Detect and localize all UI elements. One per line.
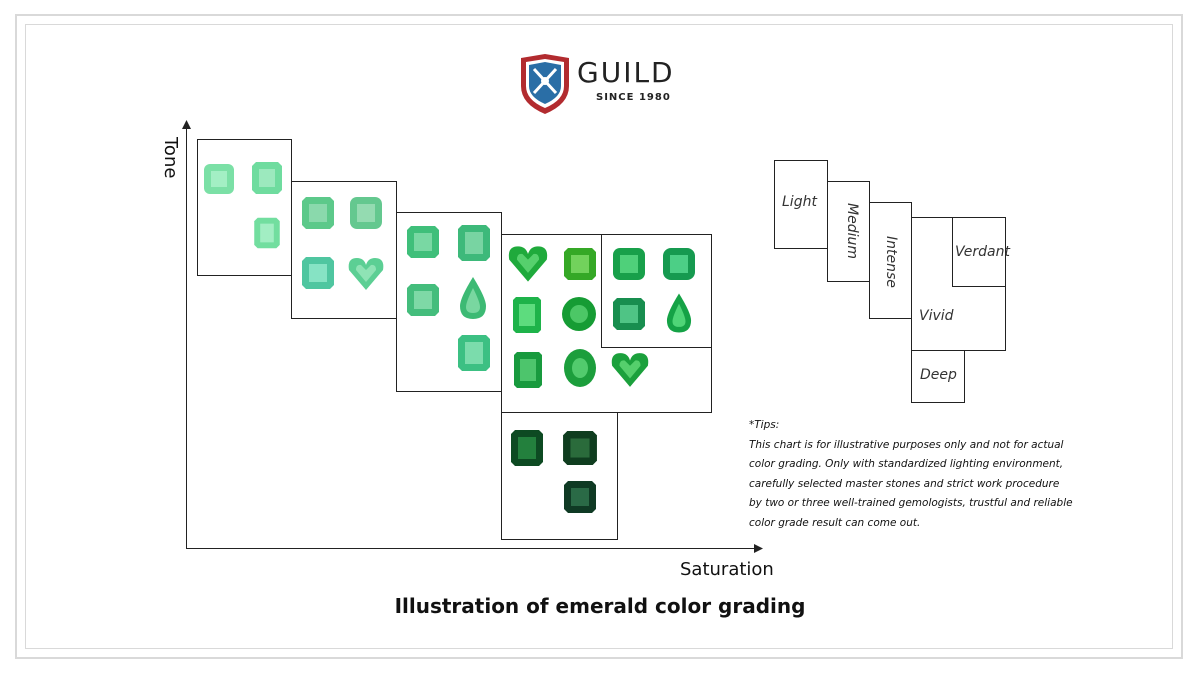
oval-stone bbox=[564, 349, 596, 387]
emerald-stone bbox=[663, 248, 695, 280]
emerald-stone bbox=[302, 197, 334, 229]
legend-verdant-box bbox=[952, 217, 1006, 287]
legend-intense-box bbox=[869, 202, 912, 319]
y-axis-arrow-icon bbox=[182, 120, 191, 129]
x-axis bbox=[186, 548, 756, 549]
legend-deep-box bbox=[911, 350, 965, 403]
x-axis-arrow-icon bbox=[754, 544, 763, 553]
heart-stone bbox=[611, 353, 649, 387]
legend-deep-label: Deep bbox=[920, 367, 957, 383]
emerald-stone bbox=[613, 298, 645, 330]
x-axis-label: Saturation bbox=[680, 559, 774, 580]
emerald-stone bbox=[458, 225, 490, 261]
emerald-stone bbox=[407, 226, 439, 258]
emerald-stone bbox=[458, 335, 490, 371]
tips-line: color grade result can come out. bbox=[749, 516, 921, 529]
heart-stone bbox=[348, 258, 384, 290]
brand-tagline: SINCE 1980 bbox=[596, 92, 671, 103]
tips-line: carefully selected master stones and str… bbox=[749, 477, 1060, 490]
brand-name: GUILD bbox=[577, 56, 675, 89]
legend-verdant-label: Verdant bbox=[955, 244, 1010, 260]
emerald-stone bbox=[563, 431, 597, 465]
emerald-stone bbox=[254, 217, 280, 249]
tips-line: This chart is for illustrative purposes … bbox=[749, 438, 1064, 451]
legend-medium-label: Medium bbox=[844, 203, 860, 259]
heart-stone bbox=[508, 246, 548, 282]
emerald-stone bbox=[252, 162, 282, 194]
emerald-stone bbox=[613, 248, 645, 280]
emerald-stone bbox=[407, 284, 439, 316]
tips-line: color grading. Only with standardized li… bbox=[749, 458, 1064, 471]
emerald-stone bbox=[350, 197, 382, 229]
legend-intense-label: Intense bbox=[883, 236, 899, 288]
emerald-stone bbox=[204, 164, 234, 194]
pear-stone bbox=[666, 293, 692, 333]
emerald-stone bbox=[513, 297, 541, 333]
emerald-stone bbox=[514, 352, 542, 388]
guild-logo bbox=[521, 54, 569, 114]
outer-frame bbox=[15, 14, 1183, 659]
legend-light-label: Light bbox=[782, 194, 817, 210]
y-axis-label: Tone bbox=[160, 137, 181, 179]
legend-vivid-label: Vivid bbox=[919, 308, 954, 324]
tips-heading: *Tips: bbox=[749, 419, 780, 431]
tips-block: *Tips: This chart is for illustrative pu… bbox=[749, 416, 1073, 534]
legend-medium-box bbox=[827, 181, 870, 282]
emerald-stone bbox=[564, 248, 596, 280]
inner-frame bbox=[25, 24, 1173, 649]
figure-caption: Illustration of emerald color grading bbox=[394, 594, 806, 618]
emerald-stone bbox=[564, 481, 596, 513]
round-stone bbox=[562, 297, 596, 331]
y-axis bbox=[186, 128, 187, 549]
emerald-stone bbox=[511, 430, 543, 466]
pear-stone bbox=[460, 277, 486, 319]
emerald-stone bbox=[302, 257, 334, 289]
tips-line: by two or three well-trained gemologists… bbox=[749, 497, 1073, 510]
